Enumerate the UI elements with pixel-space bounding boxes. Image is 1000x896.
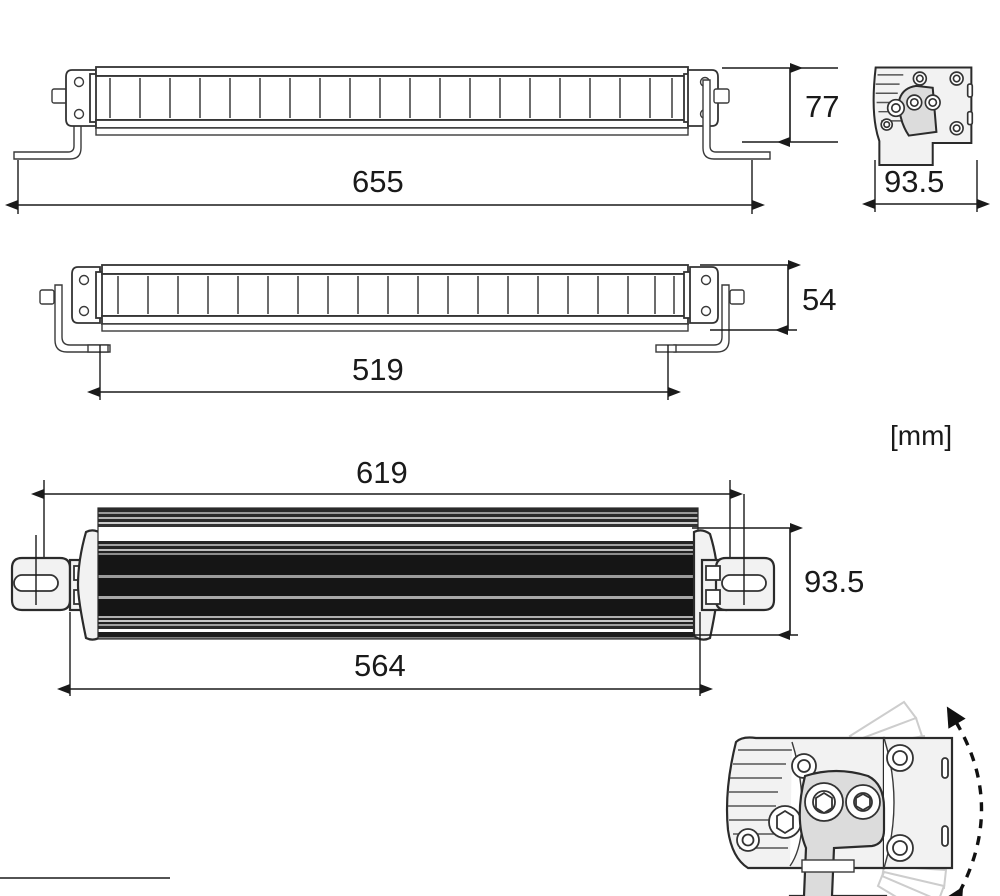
right-mount-bracket-top bbox=[702, 79, 771, 160]
hex-bolts bbox=[736, 753, 817, 852]
dimension-619: 619 bbox=[31, 455, 743, 560]
right-mount-foot-bottom bbox=[700, 494, 776, 612]
light-bar-body-bottom bbox=[97, 507, 699, 640]
left-mount-bracket-middle bbox=[39, 284, 111, 353]
dimension-655: 655 bbox=[5, 160, 765, 214]
end-plate bbox=[882, 736, 954, 870]
rotation-arc-indicator bbox=[944, 706, 984, 896]
dimension-655-label: 655 bbox=[352, 164, 404, 199]
dimension-935-end-label: 93.5 bbox=[884, 164, 944, 199]
dimension-564-label: 564 bbox=[354, 648, 406, 683]
dimension-935-front: 93.5 bbox=[692, 523, 864, 640]
view-side-elevation-top: 77 655 bbox=[5, 63, 839, 214]
dimension-54: 54 bbox=[700, 260, 836, 335]
dimension-77: 77 bbox=[722, 63, 839, 147]
left-end-cap-top bbox=[65, 69, 101, 127]
led-segments-middle bbox=[117, 276, 675, 314]
dimension-519: 519 bbox=[87, 345, 681, 400]
dimension-935-front-label: 93.5 bbox=[804, 564, 864, 599]
tilt-ghost-positions-lower bbox=[876, 864, 948, 896]
led-segments-top bbox=[109, 78, 673, 118]
dimension-54-label: 54 bbox=[802, 282, 836, 317]
left-end-cap-middle bbox=[71, 266, 107, 324]
view-side-elevation-middle: 54 519 bbox=[39, 260, 836, 400]
dimension-519-label: 519 bbox=[352, 352, 404, 387]
view-front-elevation-bottom: 619 bbox=[10, 455, 864, 696]
dimension-935-end: 93.5 bbox=[862, 160, 990, 212]
right-end-cap-middle bbox=[683, 266, 719, 324]
right-mount-bracket-middle bbox=[655, 284, 745, 353]
unit-label: [mm] bbox=[890, 420, 952, 451]
dimension-619-label: 619 bbox=[356, 455, 408, 490]
dimension-77-label: 77 bbox=[805, 89, 839, 124]
housing-body-middle bbox=[101, 264, 689, 332]
housing-body-top bbox=[95, 66, 689, 136]
right-end-cap-top bbox=[683, 69, 719, 127]
bottom-edge-artifact bbox=[0, 859, 855, 879]
view-end-cap-detail: 93.5 bbox=[862, 66, 990, 212]
dimension-564: 564 bbox=[57, 612, 713, 696]
